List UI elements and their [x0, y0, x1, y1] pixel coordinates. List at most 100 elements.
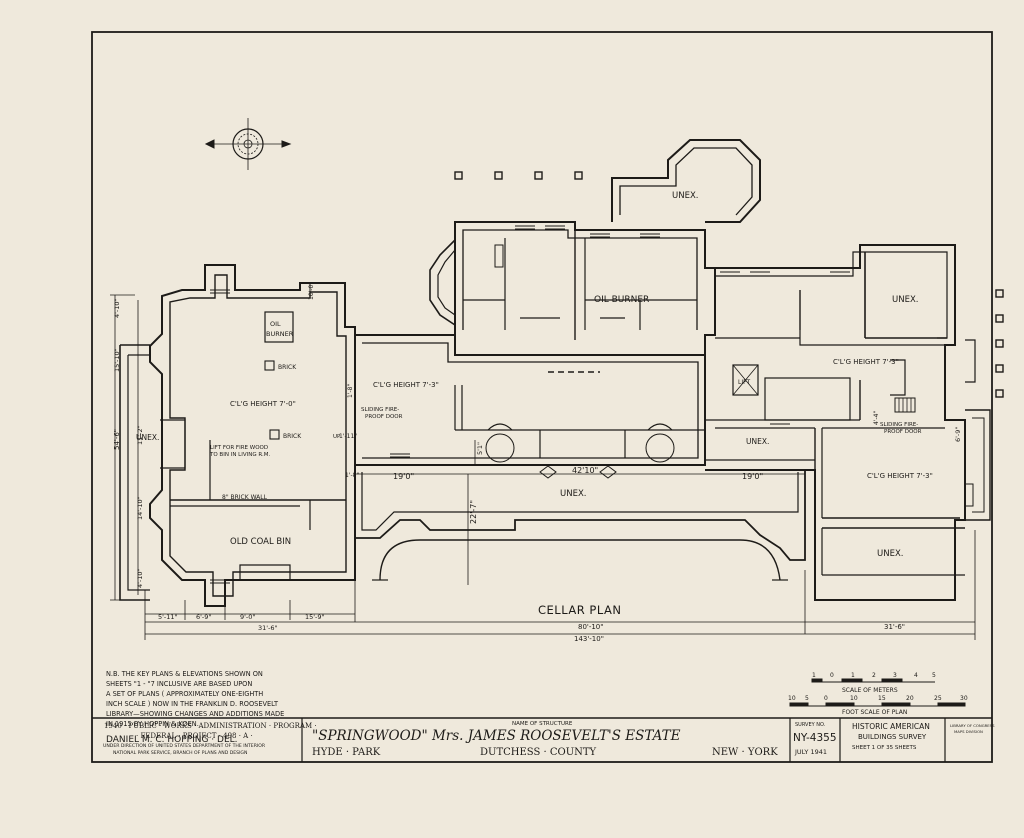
- dim-4-left-top: 4'-10": [113, 298, 121, 318]
- foot-tick-6: 20: [906, 695, 914, 702]
- title-block: 1940 · PUBLIC · WORKS · ADMINISTRATION ·…: [92, 717, 995, 762]
- meter-tick-4: 2: [872, 672, 876, 679]
- program-line-4: NATIONAL PARK SERVICE, BRANCH OF PLANS A…: [113, 750, 247, 756]
- note-line-3: A SET OF PLANS ( APPROXIMATELY ONE-EIGHT…: [106, 690, 263, 698]
- program-line-2: · FEDERAL · PROJECT · 498 · A ·: [136, 732, 253, 740]
- foot-tick-8: 30: [960, 695, 968, 702]
- foot-tick-3: 0: [824, 695, 828, 702]
- dim-6-9-right: 6'-9": [954, 427, 962, 442]
- label-unex-right-top: UNEX.: [892, 295, 918, 305]
- label-brick-2: BRICK: [283, 433, 302, 440]
- dim-19-left: 19'0": [393, 472, 414, 481]
- dim-4-small: 4'-4": [873, 411, 880, 425]
- label-sliding-right-2: PROOF DOOR: [884, 429, 922, 435]
- note-line-5: LIBRARY—SHOWING CHANGES AND ADDITIONS MA…: [106, 710, 284, 718]
- dim-11-2: 11'-2": [136, 425, 144, 445]
- label-clg-right-bottom: C'L'G HEIGHT 7'-3": [867, 472, 933, 480]
- location-county: DUTCHESS · COUNTY: [480, 747, 597, 758]
- foot-tick-4: 10: [850, 695, 858, 702]
- dim-31-6-left: 31'-6": [258, 624, 278, 632]
- habs-line-1: HISTORIC AMERICAN: [852, 722, 930, 731]
- foot-tick-5: 15: [878, 695, 886, 702]
- dim-31-6-right: 31'-6": [884, 623, 905, 631]
- label-clg-mid: C'L'G HEIGHT 7'-3": [373, 381, 439, 389]
- label-lift: LIFT: [738, 379, 750, 386]
- floor-plan-walls: [119, 139, 991, 607]
- label-coal-bin: OLD COAL BIN: [230, 537, 291, 547]
- note-line-6: IN 1915 BY HOPPIN & KOEN.: [106, 720, 199, 728]
- label-unex-small: UNEX.: [746, 437, 769, 446]
- piers: [454, 171, 1004, 398]
- label-brick-wall: 8" BRICK WALL: [222, 494, 268, 501]
- label-unex-top: UNEX.: [672, 191, 698, 201]
- dim-9-0: 9'-0": [240, 613, 255, 621]
- foot-tick-7: 25: [934, 695, 942, 702]
- drawing-notes: N.B. THE KEY PLANS & ELEVATIONS SHOWN ON…: [106, 670, 284, 745]
- dim-15-9: 15'-9": [305, 613, 325, 621]
- library-line-2: MAPS DIVISION: [954, 729, 983, 734]
- note-line-2: SHEETS "1 - "7 INCLUSIVE ARE BASED UPON: [106, 680, 252, 688]
- survey-no-label: SURVEY NO.: [795, 722, 826, 728]
- label-oil-small: OIL: [270, 320, 281, 328]
- label-unex-right-bottom: UNEX.: [877, 549, 903, 559]
- program-line-1: 1940 · PUBLIC · WORKS · ADMINISTRATION ·…: [104, 722, 317, 730]
- dim-80-10: 80'-10": [578, 623, 603, 631]
- survey-date: JULY 1941: [794, 748, 827, 756]
- dim-14-10: 14'-10": [136, 496, 144, 520]
- label-up: UP: [333, 434, 341, 440]
- foot-tick-2: 5: [805, 695, 809, 702]
- dim-6-9: 6'-9": [196, 613, 211, 621]
- foot-scale-label: FOOT SCALE OF PLAN: [842, 709, 907, 716]
- foot-tick-1: 10: [788, 695, 796, 702]
- label-lift-1: LIFT FOR FIRE WOOD: [210, 445, 268, 451]
- label-sliding-left-2: PROOF DOOR: [365, 414, 403, 420]
- plan-title: CELLAR PLAN: [538, 603, 621, 617]
- meter-tick-5: 3: [893, 672, 897, 679]
- delineator: DANIEL M. C. HOPPING · DEL.: [106, 735, 238, 745]
- label-lift-2: TO BIN IN LIVING R.M.: [209, 452, 270, 458]
- program-line-3: UNDER DIRECTION OF UNITED STATES DEPARTM…: [103, 743, 266, 749]
- dim-5-1: 5'1": [476, 442, 484, 455]
- room-labels: UNEX. OIL BURNER UNEX. OIL BURNER BRICK …: [136, 191, 933, 559]
- label-clg-right-top: C'L'G HEIGHT 7'-3": [833, 358, 899, 366]
- label-unex-center: UNEX.: [560, 489, 586, 499]
- meter-tick-3: 1: [851, 672, 855, 679]
- sheet-count: SHEET 1 OF 35 SHEETS: [852, 745, 917, 751]
- name-of-structure-label: NAME OF STRUCTURE: [512, 721, 573, 727]
- dim-10-top: 10'-0": [308, 282, 315, 300]
- label-brick-1: BRICK: [278, 364, 297, 371]
- sheet-border: [91, 31, 993, 763]
- dim-15-10: 15'-10": [113, 348, 121, 372]
- location-hyde-park: HYDE · PARK: [312, 747, 381, 758]
- meter-scale-label: SCALE OF METERS: [842, 687, 898, 694]
- label-clg-left: C'L'G HEIGHT 7'-0": [230, 400, 296, 408]
- window-marks: [210, 225, 850, 584]
- survey-number: NY-4355: [793, 732, 837, 744]
- note-line-4: INCH SCALE ) NOW IN THE FRANKLIN D. ROOS…: [106, 700, 279, 708]
- location-state: NEW · YORK: [712, 747, 778, 758]
- dim-4-left-bottom: 4'-10": [136, 568, 144, 588]
- dim-22: 22'-7": [469, 500, 478, 524]
- dim-143-10: 143'-10": [574, 635, 604, 643]
- label-unex-left: UNEX.: [136, 433, 159, 442]
- dim-42: 42'10": [572, 466, 598, 475]
- meter-tick-7: 5: [932, 672, 936, 679]
- north-arrow-compass: [204, 118, 292, 170]
- dim-5-11: 5'-11": [158, 613, 178, 621]
- label-oil-burner: OIL BURNER: [594, 295, 649, 305]
- label-sliding-left-1: SLIDING FIRE-: [361, 407, 399, 413]
- dim-54-6: 54'-6": [113, 429, 121, 450]
- meter-tick-1: 1: [812, 672, 816, 679]
- scale-bars: 1 0 1 2 3 4 5 SCALE OF METERS 10 5 0 10 …: [788, 672, 968, 716]
- dimension-lines: [110, 294, 976, 640]
- library-line-1: LIBRARY OF CONGRESS: [950, 723, 995, 728]
- meter-tick-6: 4: [914, 672, 918, 679]
- structure-name: "SPRINGWOOD" Mrs. JAMES ROOSEVELT'S ESTA…: [312, 728, 681, 744]
- dim-1-8b: 1'-8": [345, 472, 359, 479]
- note-line-1: N.B. THE KEY PLANS & ELEVATIONS SHOWN ON: [106, 670, 263, 678]
- habs-line-2: BUILDINGS SURVEY: [858, 733, 927, 741]
- dim-19-right: 19'0": [742, 472, 763, 481]
- dimension-labels: 19'0" 42'10" 19'0" 22'-7" 5'1" 1'-8" 1'-…: [113, 282, 962, 643]
